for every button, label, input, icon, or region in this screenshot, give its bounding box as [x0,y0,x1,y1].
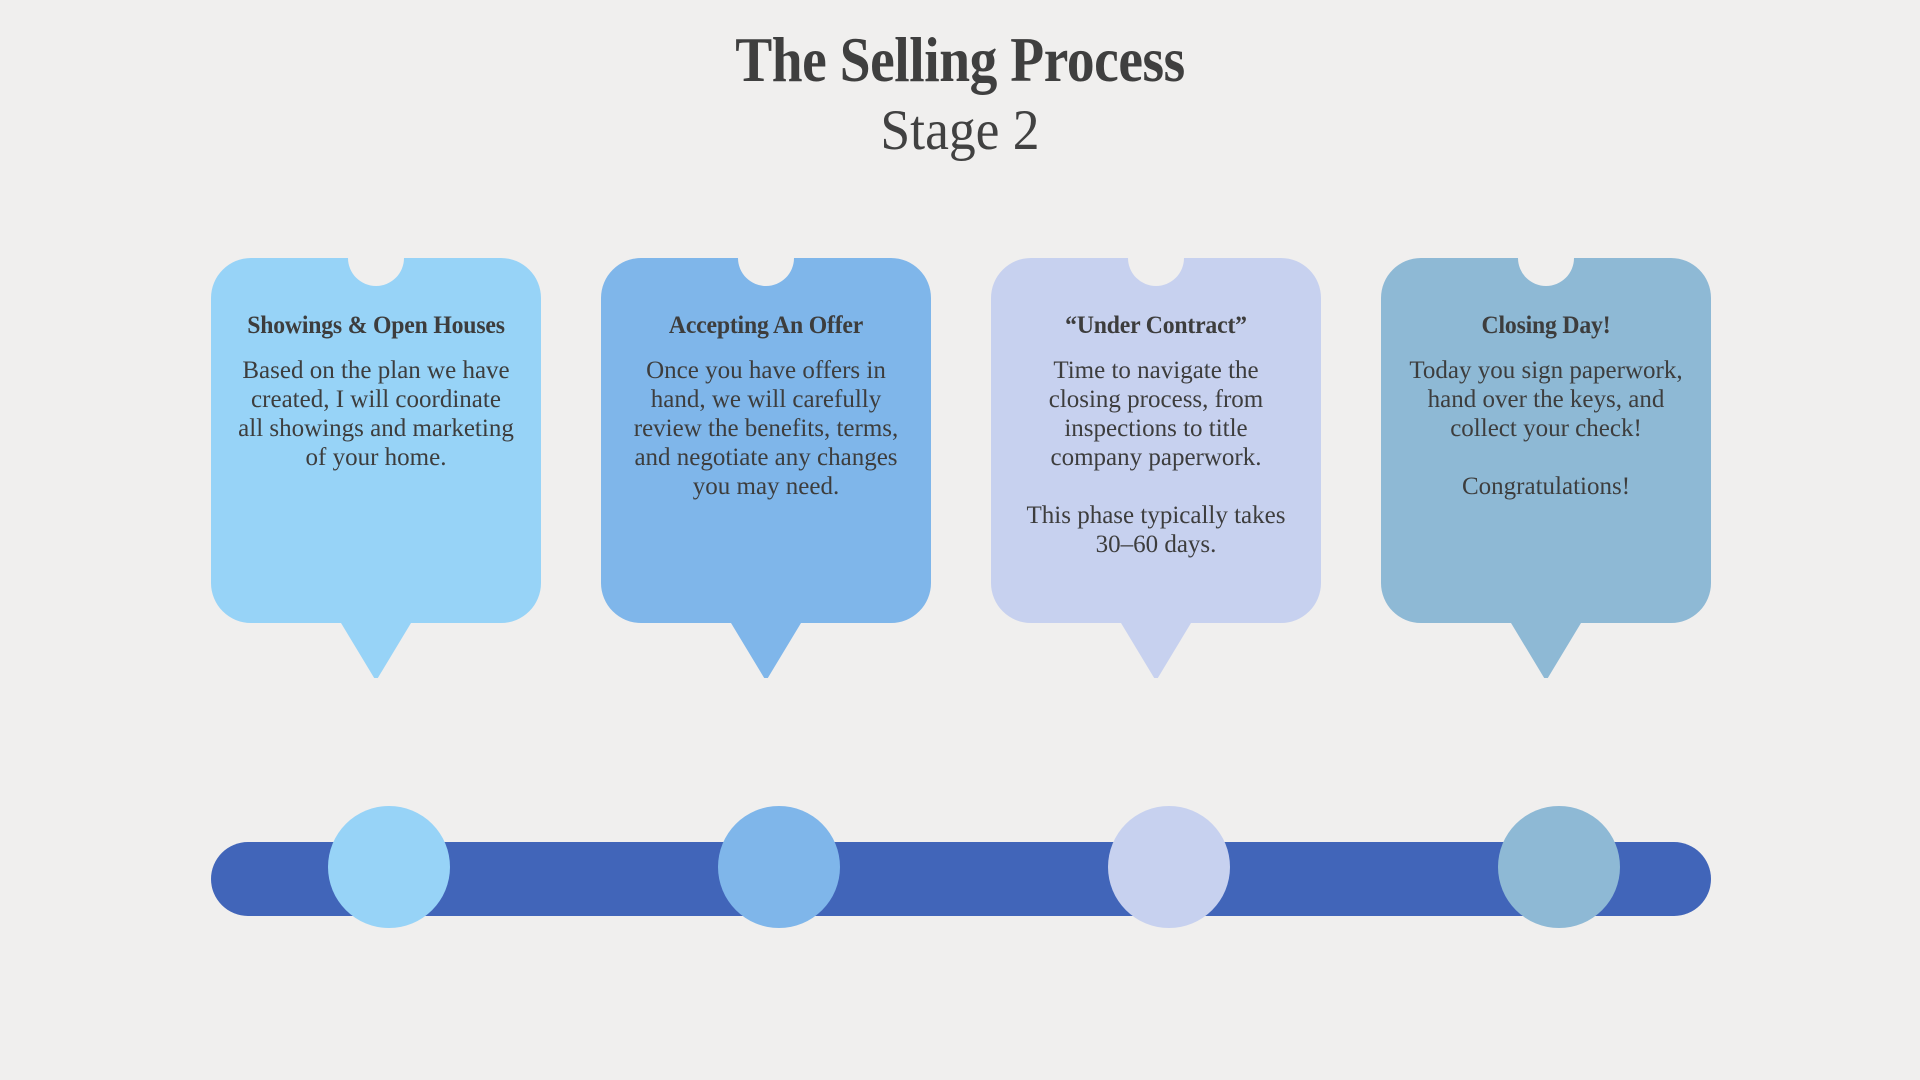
card-title-2: Accepting An Offer [668,310,864,339]
speech-bubble-shape-1 [211,258,541,678]
bubble-path-4 [1381,258,1711,678]
stage-card-4[interactable]: Closing Day! Today you sign paperwork, h… [1381,258,1711,678]
page-title: The Selling Process [735,25,1185,95]
card-body-2: Once you have offers in hand, we will ca… [633,357,899,501]
timeline-node-4[interactable] [1498,806,1620,928]
speech-bubble-shape-3 [991,258,1321,678]
bubble-path-2 [601,258,931,678]
timeline-node-3[interactable] [1108,806,1230,928]
page-header: The Selling Process Stage 2 [0,0,1920,164]
card-content-3: “Under Contract” Time to navigate the cl… [991,258,1321,623]
speech-bubble-shape-4 [1381,258,1711,678]
stage-card-2[interactable]: Accepting An Offer Once you have offers … [601,258,931,678]
card-title-3: “Under Contract” [1065,310,1247,339]
card-title-4: Closing Day! [1481,310,1611,339]
timeline-node-1[interactable] [328,806,450,928]
timeline [211,806,1711,928]
bubble-path-3 [991,258,1321,678]
stage-cards-row: Showings & Open Houses Based on the plan… [211,258,1711,678]
card-body-4: Today you sign paperwork, hand over the … [1409,357,1683,501]
card-body-3: Time to navigate the closing process, fr… [1026,357,1286,559]
bubble-path-1 [211,258,541,678]
card-content-2: Accepting An Offer Once you have offers … [601,258,931,623]
stage-card-3[interactable]: “Under Contract” Time to navigate the cl… [991,258,1321,678]
page-subtitle: Stage 2 [880,99,1040,163]
card-body-1: Based on the plan we have created, I wil… [238,357,514,472]
speech-bubble-shape-2 [601,258,931,678]
card-content-4: Closing Day! Today you sign paperwork, h… [1381,258,1711,623]
timeline-bar [211,842,1711,916]
timeline-node-2[interactable] [718,806,840,928]
card-content-1: Showings & Open Houses Based on the plan… [211,258,541,623]
stage-card-1[interactable]: Showings & Open Houses Based on the plan… [211,258,541,678]
card-title-1: Showings & Open Houses [247,310,505,339]
